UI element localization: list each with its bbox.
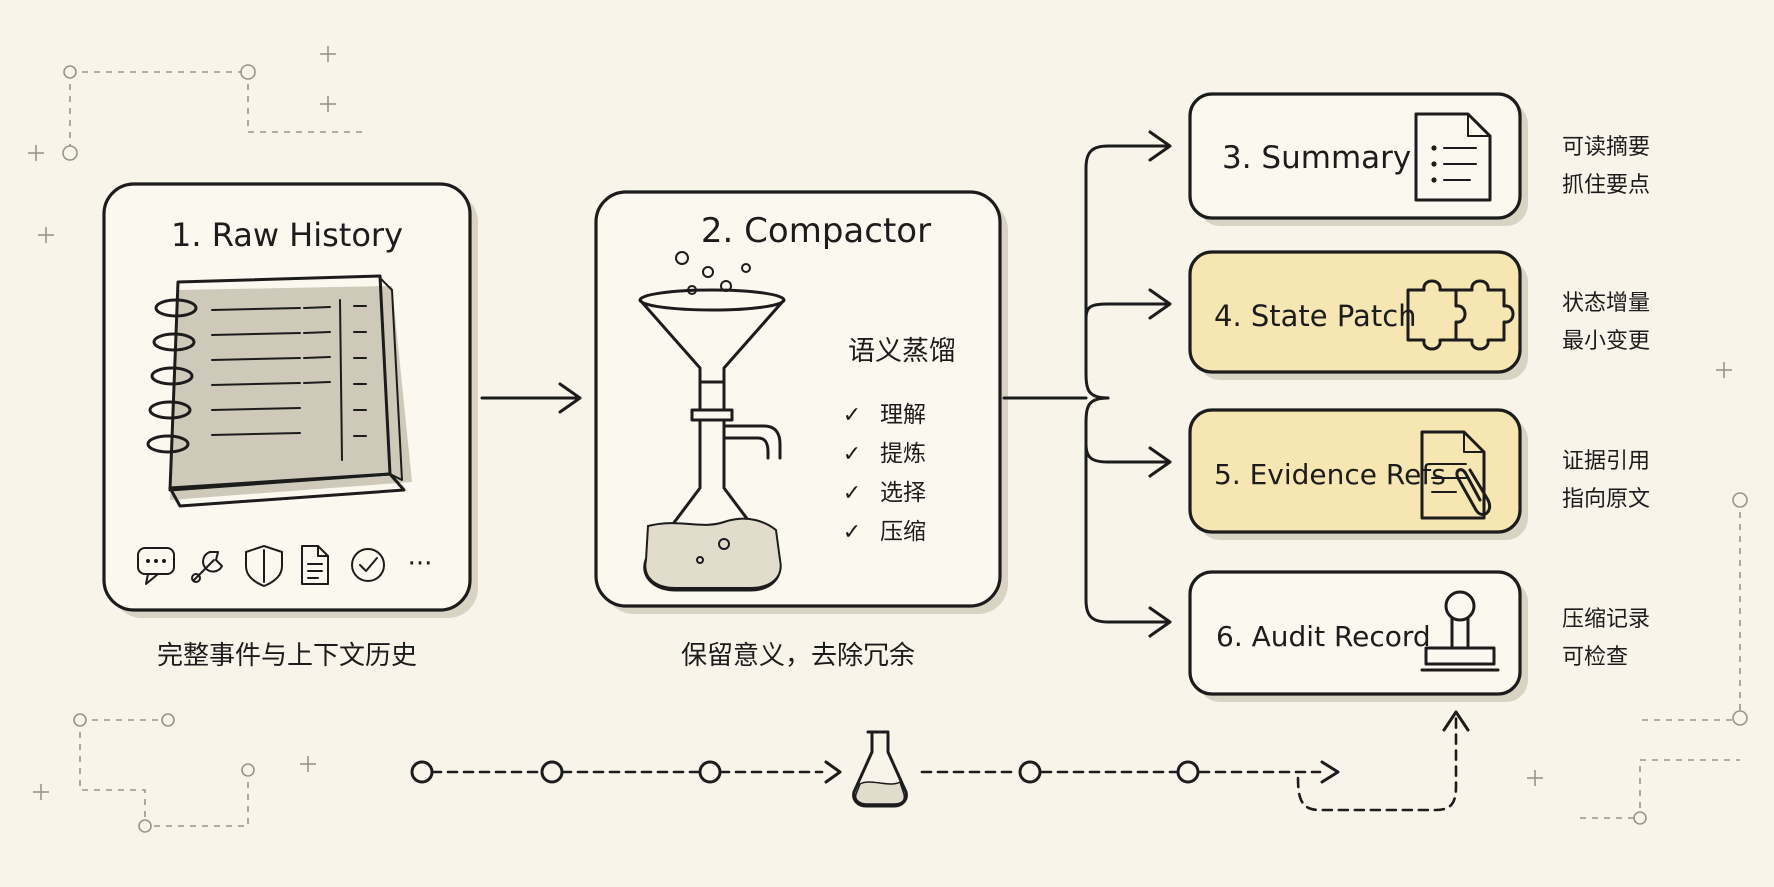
chat-icon (137, 547, 175, 585)
flask-icon (852, 730, 908, 808)
check-mark-icon: ✓ (843, 403, 861, 428)
summary-title: 3. Summary (1222, 140, 1411, 176)
summary-card: 3. Summary (1188, 92, 1528, 226)
check-mark-icon: ✓ (843, 442, 861, 467)
funnel-flask-icon (638, 251, 786, 592)
branch-arrows (1002, 130, 1172, 638)
compactor-caption: 保留意义，去除冗余 (681, 641, 915, 671)
stamp-icon (1420, 590, 1500, 672)
step-label: 提炼 (880, 441, 926, 467)
check-mark-icon: ✓ (843, 520, 861, 545)
puzzle-icon (1406, 279, 1515, 351)
step-label: 选择 (880, 480, 926, 506)
step-label: 压缩 (880, 519, 926, 545)
wrench-icon (191, 551, 223, 583)
evidence-refs-card: 5. Evidence Refs (1188, 408, 1528, 540)
evidence-refs-note: 指向原文 (1562, 487, 1650, 512)
audit-record-title: 6. Audit Record (1216, 620, 1431, 653)
document-icon (301, 545, 329, 585)
audit-record-note: 压缩记录 (1562, 607, 1650, 632)
notebook-icon (146, 274, 412, 508)
raw-history-card: 1. Raw History (102, 182, 478, 618)
raw-history-title: 1. Raw History (171, 216, 403, 254)
audit-record-card: 6. Audit Record (1188, 570, 1528, 702)
check-mark-icon: ✓ (843, 481, 861, 506)
state-patch-card: 4. State Patch (1188, 250, 1528, 380)
document-list-icon (1414, 112, 1492, 202)
summary-note: 抓住要点 (1562, 173, 1650, 198)
raw-history-caption: 完整事件与上下文历史 (157, 641, 417, 671)
paperclip-document-icon (1420, 430, 1491, 520)
timeline (410, 710, 1470, 812)
state-patch-note: 状态增量 (1562, 291, 1650, 316)
step-item: ✓ 压缩 (843, 519, 926, 545)
check-circle-icon (351, 548, 385, 582)
step-item: ✓ 理解 (843, 402, 926, 428)
step-label: 理解 (880, 402, 926, 428)
more-icon: ··· (408, 549, 433, 579)
compactor-card: 2. Compactor 语义蒸馏 ✓ 理解 ✓ (594, 190, 1008, 614)
evidence-refs-note: 证据引用 (1562, 449, 1650, 474)
compactor-title: 2. Compactor (701, 211, 931, 251)
decorative-circuit-lines (28, 46, 1748, 833)
raw-icon-row: ··· (137, 545, 433, 587)
distillation-heading: 语义蒸馏 (848, 336, 956, 367)
shield-icon (245, 545, 283, 587)
summary-note: 可读摘要 (1562, 135, 1650, 160)
state-patch-title: 4. State Patch (1214, 299, 1417, 333)
audit-record-note: 可检查 (1562, 645, 1628, 670)
evidence-refs-title: 5. Evidence Refs (1214, 458, 1446, 491)
step-item: ✓ 选择 (843, 480, 926, 506)
step-item: ✓ 提炼 (843, 441, 926, 467)
state-patch-note: 最小变更 (1562, 329, 1650, 354)
distillation-steps: ✓ 理解 ✓ 提炼 ✓ 选择 ✓ 压缩 (843, 402, 926, 545)
arrow-raw-to-compactor (480, 382, 582, 414)
side-notes: 可读摘要 抓住要点 状态增量 最小变更 证据引用 指向原文 压缩记录 可检查 (1562, 135, 1650, 670)
